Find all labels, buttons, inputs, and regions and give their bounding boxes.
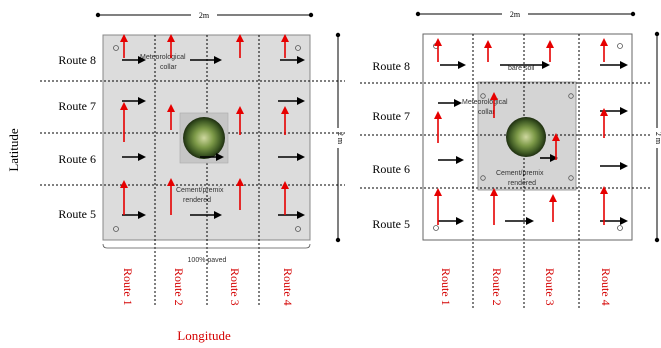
- left-dim-right-label: 2 m: [336, 132, 345, 145]
- left-lon-grid: [154, 35, 260, 305]
- right-label-rendered-2: rendered: [508, 180, 536, 187]
- left-bottom-brace: [102, 243, 311, 249]
- left-corner-markers: [113, 45, 301, 232]
- left-label-collar-1: Meteorological: [140, 54, 186, 61]
- left-route-3: Route 3: [228, 268, 242, 306]
- left-black-arrows: [122, 56, 305, 219]
- right-route-8: Route 8: [372, 59, 410, 73]
- right-route-5: Route 5: [372, 217, 410, 231]
- left-label-rendered-1: Cement/premix: [176, 187, 224, 194]
- left-dim-top-label: 2m: [199, 11, 210, 20]
- left-label-floor: 100% paved: [188, 257, 227, 264]
- left-route-1: Route 1: [121, 268, 135, 306]
- left-route-2: Route 2: [172, 268, 186, 306]
- y-axis-title: Latitude: [6, 128, 21, 172]
- right-red-arrows: [434, 38, 608, 225]
- left-collar-photo: [183, 117, 225, 159]
- right-label-bare-soil: bare soil: [508, 65, 535, 72]
- left-route-8: Route 8: [58, 53, 96, 67]
- left-label-collar-2: collar: [160, 64, 177, 71]
- right-collar-photo: [506, 117, 546, 157]
- right-lon-grid: [472, 34, 580, 310]
- right-route-1: Route 1: [439, 268, 453, 306]
- right-dim-right-label: 2 m: [654, 132, 661, 145]
- right-route-2: Route 2: [490, 268, 504, 306]
- right-dim-top-label: 2m: [510, 10, 521, 19]
- right-route-7: Route 7: [372, 109, 410, 123]
- right-route-3: Route 3: [543, 268, 557, 306]
- x-axis-title: Longitude: [177, 328, 231, 343]
- right-route-4: Route 4: [599, 268, 613, 306]
- left-panel: 2m 2 m Meteorological: [40, 9, 345, 306]
- right-label-rendered-1: Cement/premix: [496, 170, 544, 177]
- left-route-4: Route 4: [281, 268, 295, 306]
- left-route-6: Route 6: [58, 152, 96, 166]
- left-label-rendered-2: rendered: [183, 197, 211, 204]
- left-route-7: Route 7: [58, 99, 96, 113]
- right-panel: 2m 2 m: [360, 8, 661, 310]
- left-red-arrows: [120, 34, 289, 215]
- right-label-collar-2: collar: [478, 109, 495, 116]
- right-route-6: Route 6: [372, 162, 410, 176]
- left-route-5: Route 5: [58, 207, 96, 221]
- right-label-collar-1: Meteorological: [462, 99, 508, 106]
- right-black-arrows: [438, 61, 628, 225]
